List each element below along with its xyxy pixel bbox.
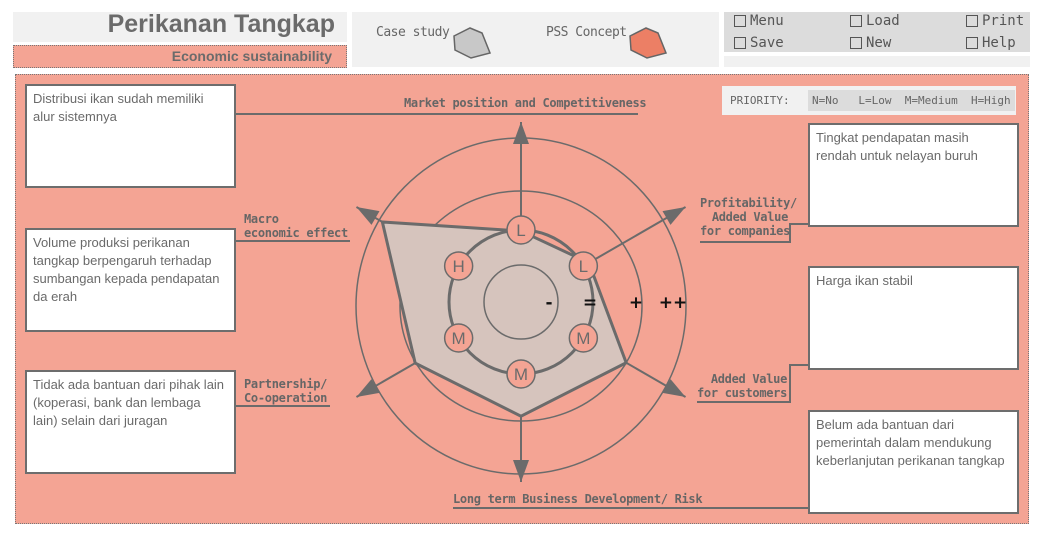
axis-label-line: Macro [244,212,279,226]
radar-polygon-group [380,220,629,418]
axis-arrow-icon [662,379,686,397]
priority-marker [443,323,474,353]
priority-legend-panel: PRIORITY: N=No L=Low M=Medium H=High [722,86,1016,115]
ring-minus [483,264,559,340]
axis-label-line: Added Value [710,372,787,386]
priority-marker-label: M [452,329,466,348]
legend-case-study-label: Case study [376,25,450,40]
menu-checkbox-save[interactable]: Save [734,35,784,51]
note-macro-economic[interactable]: Volume produksi perikanan tangkap berpen… [25,228,236,332]
menu-label: New [866,35,892,51]
priority-marker-label: L [516,221,525,240]
axis-arrow-icon [513,460,529,482]
scale-label: = [583,293,597,313]
menu-label: Print [982,13,1025,29]
connector-line [700,223,808,243]
axis-label-line: for customers [697,386,788,400]
menu-label: Save [750,35,784,51]
priority-marker [506,215,536,245]
menu-checkbox-load[interactable]: Load [850,13,900,29]
note-market-position[interactable]: Distribusi ikan sudah memiliki alur sist… [25,84,236,188]
priority-marker-label: M [576,329,590,348]
checkbox-icon[interactable] [966,15,978,27]
axis-label-line: Profitability/ [700,196,797,210]
subtitle-panel: Economic sustainability [13,45,347,68]
priority-marker [443,251,474,281]
axis-label-market-position: Market position and Competitiveness [404,96,647,110]
connector-lines [236,113,808,509]
page-title: Perikanan Tangkap [107,10,335,38]
priority-markers: L L M M M H [443,215,599,389]
axis-label-profitability: Profitability/ Added Value for companies [700,196,797,238]
axis-label-partnership: Partnership/ Co-operation [244,377,327,405]
checkbox-icon[interactable] [850,37,862,49]
axis-label-line: Partnership/ [244,377,328,391]
page-subtitle: Economic sustainability [171,48,332,64]
connector-line [697,364,808,403]
menu-checkbox-print[interactable]: Print [966,13,1024,29]
priority-marker [506,359,536,389]
legend-case-study-icon [453,27,492,59]
note-long-term[interactable]: Belum ada bantuan dari pemerintah dalam … [808,410,1019,514]
checkbox-icon[interactable] [850,15,862,27]
menu-status-strip [724,56,1030,67]
axis-label-line: economic effect [244,226,348,240]
priority-marker [568,251,599,281]
axis-label-macro-economic: Macro economic effect [244,212,348,240]
scale-labels: -=+++ [545,293,687,313]
note-added-value-customers[interactable]: Harga ikan stabil [808,266,1019,370]
priority-marker-label: L [579,257,588,276]
scale-label: ++ [659,293,688,313]
menu-checkbox-help[interactable]: Help [966,35,1016,51]
legend-pss-concept-label: PSS Concept [546,25,627,40]
priority-legend: N=No L=Low M=Medium H=High [808,90,1015,111]
axis-label-long-term: Long term Business Development/ Risk [453,492,703,506]
axis-label-line: Co-operation [244,391,328,405]
axis-arrow-icon [662,207,686,225]
title-panel: Perikanan Tangkap [13,10,347,42]
scale-label: - [545,293,552,313]
priority-marker-label: M [514,365,528,384]
checkbox-icon[interactable] [734,37,746,49]
checkbox-icon[interactable] [734,15,746,27]
note-partnership[interactable]: Tidak ada bantuan dari pihak lain (koper… [25,370,236,474]
axis-label-added-value-customers: Added Value for customers [697,372,787,400]
checkbox-icon[interactable] [966,37,978,49]
axis-arrow-icon [356,379,380,397]
menu-label: Menu [750,13,784,29]
legend-panel: Case study PSS Concept [352,12,719,67]
axis-label-line: for companies [700,224,791,238]
menu-checkbox-menu[interactable]: Menu [734,13,784,29]
axis-arrow-icon [356,207,380,225]
scale-label: + [629,293,643,313]
legend-pss-concept-icon [629,27,668,59]
menu-label: Load [866,13,900,29]
menu-label: Help [982,35,1016,51]
priority-marker [568,323,599,353]
note-profitability[interactable]: Tingkat pendapatan masih rendah untuk ne… [808,123,1019,227]
axis-label-line: Added Value [711,210,788,224]
menu-checkbox-new[interactable]: New [850,35,891,51]
priority-label: PRIORITY: [730,94,790,107]
menu-panel: Menu Load Print Save New Help [724,12,1030,52]
priority-marker-label: H [453,257,465,276]
axis-arrow-icon [513,122,529,144]
